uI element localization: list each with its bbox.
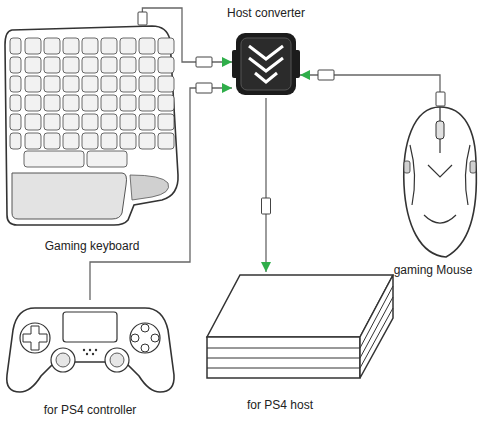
device-name: for PS4 controller: [5, 403, 175, 417]
keyboard-node: Gaming keyboard: [2, 25, 182, 225]
usb-plug: [318, 70, 334, 80]
keyboard-illustration: [2, 25, 182, 225]
controller-node: for PS4 controller: [5, 300, 175, 395]
mouse-node: gaming Mouse: [400, 105, 480, 260]
mouse-illustration: [400, 105, 480, 260]
usb-plugs: [138, 12, 445, 214]
usb-plug: [196, 57, 212, 67]
usb-cable: [265, 98, 266, 272]
usb-plug: [436, 92, 445, 106]
converter-node: Host converter: [232, 30, 300, 98]
device-name: Host converter: [212, 6, 320, 20]
converter-illustration: [232, 30, 300, 98]
console-illustration: [205, 272, 395, 382]
wire-group: [90, 8, 440, 300]
device-label: for PS4 host: [205, 398, 355, 412]
controller-illustration: [5, 300, 175, 395]
console-node: for PS4 host: [205, 272, 395, 382]
device-name: Gaming keyboard: [2, 239, 182, 253]
device-label: Host converter: [212, 6, 320, 20]
usb-plug: [138, 12, 147, 25]
usb-cable: [90, 88, 232, 300]
usb-plug: [262, 198, 271, 214]
device-name: for PS4 host: [205, 398, 355, 412]
device-label: for PS4 controller: [5, 403, 175, 417]
usb-plug: [196, 83, 212, 93]
usb-cable: [300, 75, 440, 105]
device-label: Gaming keyboard: [2, 239, 182, 253]
usb-cable: [142, 8, 232, 62]
